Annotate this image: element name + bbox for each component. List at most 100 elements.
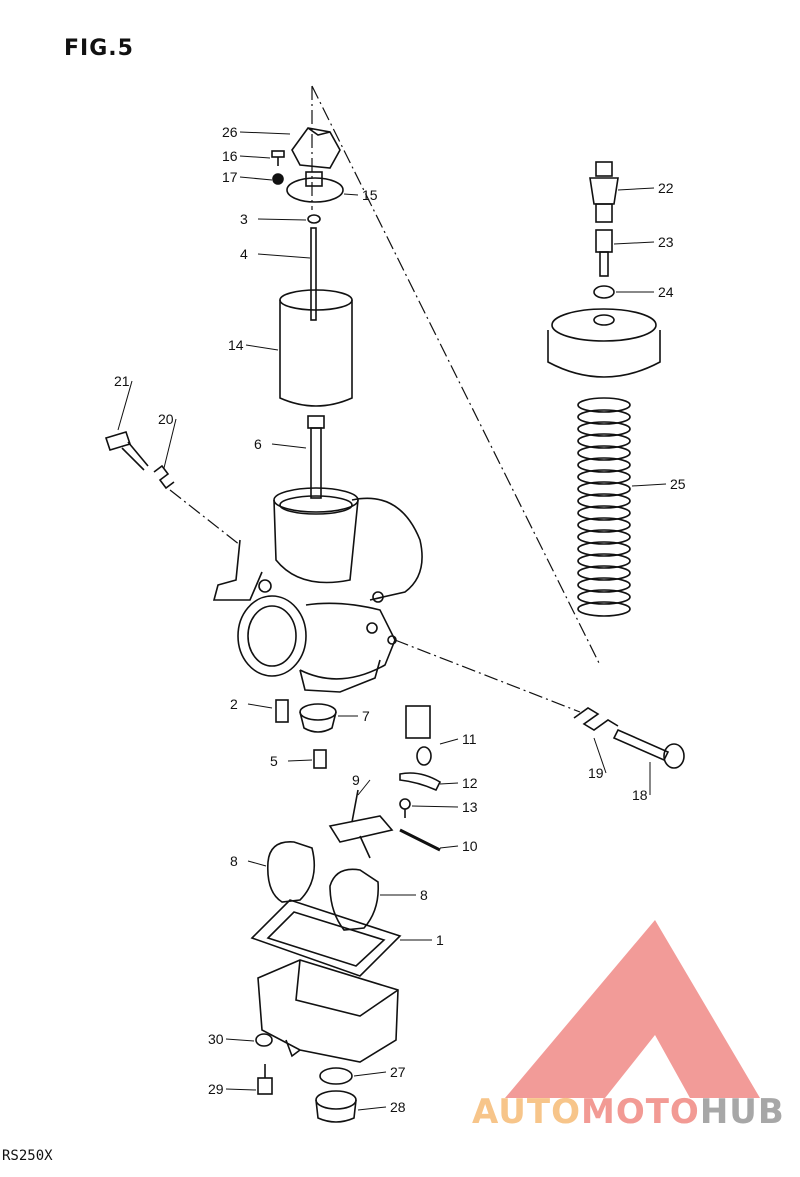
part-number-label: 15 — [362, 187, 378, 203]
part-10-pin — [399, 828, 441, 852]
part-number-label: 30 — [208, 1031, 224, 1047]
part-number-label: 27 — [390, 1064, 406, 1080]
callout-leader — [225, 1038, 255, 1042]
part-11-float-valve — [405, 705, 432, 766]
part-22-adjuster — [589, 161, 619, 223]
part-30-washer — [255, 1033, 273, 1047]
part-number-label: 10 — [462, 838, 478, 854]
part-number-label: 13 — [462, 799, 478, 815]
part-20-spring — [153, 464, 175, 490]
callout-leader — [117, 380, 133, 431]
figure-title: FIG.5 — [64, 36, 134, 61]
watermark-text: AUTOMOTOHUB — [472, 1092, 785, 1132]
part-3-clip — [307, 214, 321, 224]
callout-leader — [271, 443, 307, 449]
part-28-drain-plug — [315, 1090, 357, 1123]
part-number-label: 5 — [270, 753, 278, 769]
part-number-label: 8 — [420, 887, 428, 903]
callout-leader — [631, 483, 667, 487]
part-number-label: 26 — [222, 124, 238, 140]
callout-leader — [287, 759, 313, 762]
watermark-part-moto: MOTO — [580, 1092, 700, 1132]
carburetor-body — [212, 487, 423, 693]
part-number-label: 17 — [222, 169, 238, 185]
watermark-part-auto: AUTO — [472, 1092, 581, 1132]
callout-leader — [257, 253, 311, 259]
callout-leader — [239, 176, 273, 181]
part-17-washer — [272, 173, 284, 185]
part-26-cap — [291, 127, 341, 169]
part-number-label: 3 — [240, 211, 248, 227]
part-8-float-right — [329, 868, 380, 931]
part-number-label: 21 — [114, 373, 130, 389]
part-number-label: 1 — [436, 932, 444, 948]
callout-leader — [247, 703, 273, 709]
callout-leader — [613, 241, 655, 245]
part-29-screw — [257, 1064, 273, 1095]
callout-leader — [411, 805, 459, 808]
callout-leader — [357, 779, 371, 796]
watermark-part-hub: HUB — [699, 1092, 785, 1132]
part-9-float-arm — [328, 789, 394, 859]
model-code: RS250X — [2, 1148, 53, 1164]
callout-leader — [439, 845, 459, 849]
part-number-label: 16 — [222, 148, 238, 164]
part-number-label: 23 — [658, 234, 674, 250]
part-number-label: 28 — [390, 1099, 406, 1115]
part-number-label: 7 — [362, 708, 370, 724]
part-14-slide — [279, 289, 353, 407]
part-8-float-left — [266, 841, 316, 903]
callout-leader — [439, 738, 459, 745]
part-19-spring — [573, 707, 619, 731]
part-24-washer — [593, 285, 615, 299]
callout-leader — [593, 737, 607, 774]
part-callouts: 1234567889101112131415161718192021222324… — [114, 124, 686, 1115]
watermark-logo — [505, 920, 760, 1098]
part-number-label: 24 — [658, 284, 674, 300]
callout-leader — [239, 155, 271, 159]
callout-leader — [353, 1071, 387, 1077]
part-number-label: 19 — [588, 765, 604, 781]
part-number-label: 2 — [230, 696, 238, 712]
callout-leader — [163, 418, 177, 469]
float-bowl — [257, 959, 399, 1063]
part-number-label: 18 — [632, 787, 648, 803]
part-23-nut — [595, 229, 613, 277]
callout-leader — [343, 193, 359, 196]
callout-leader — [245, 344, 279, 351]
part-number-label: 20 — [158, 411, 174, 427]
part-5-pilot-jet — [313, 749, 327, 769]
part-number-label: 6 — [254, 436, 262, 452]
part-27-o-ring — [319, 1067, 353, 1085]
part-number-label: 11 — [462, 731, 477, 747]
part-12-clip — [399, 772, 442, 792]
part-number-label: 12 — [462, 775, 478, 791]
part-25-spring — [577, 397, 631, 617]
part-number-label: 8 — [230, 853, 238, 869]
callout-leader — [247, 860, 267, 867]
part-2-jet — [275, 699, 289, 723]
callout-leader — [439, 782, 459, 785]
callout-leader — [225, 1088, 257, 1091]
part-number-label: 29 — [208, 1081, 224, 1097]
callout-leader — [617, 187, 655, 191]
part-number-label: 14 — [228, 337, 244, 353]
part-7-holder — [299, 703, 337, 733]
callout-leader — [357, 1106, 387, 1111]
part-6-needle-jet — [307, 415, 325, 499]
callout-leader — [239, 131, 291, 135]
part-15-plate — [286, 171, 344, 203]
part-4-needle — [310, 227, 317, 321]
part-number-label: 25 — [670, 476, 686, 492]
part-number-label: 22 — [658, 180, 674, 196]
part-16-screw — [271, 150, 285, 166]
part-number-label: 4 — [240, 246, 248, 262]
part-18-pilot-screw — [612, 728, 685, 769]
assembly-lines — [169, 85, 601, 713]
top-cap — [547, 308, 661, 378]
part-1-gasket — [250, 899, 402, 977]
callout-leader — [257, 218, 307, 221]
part-21-air-screw — [104, 431, 149, 471]
